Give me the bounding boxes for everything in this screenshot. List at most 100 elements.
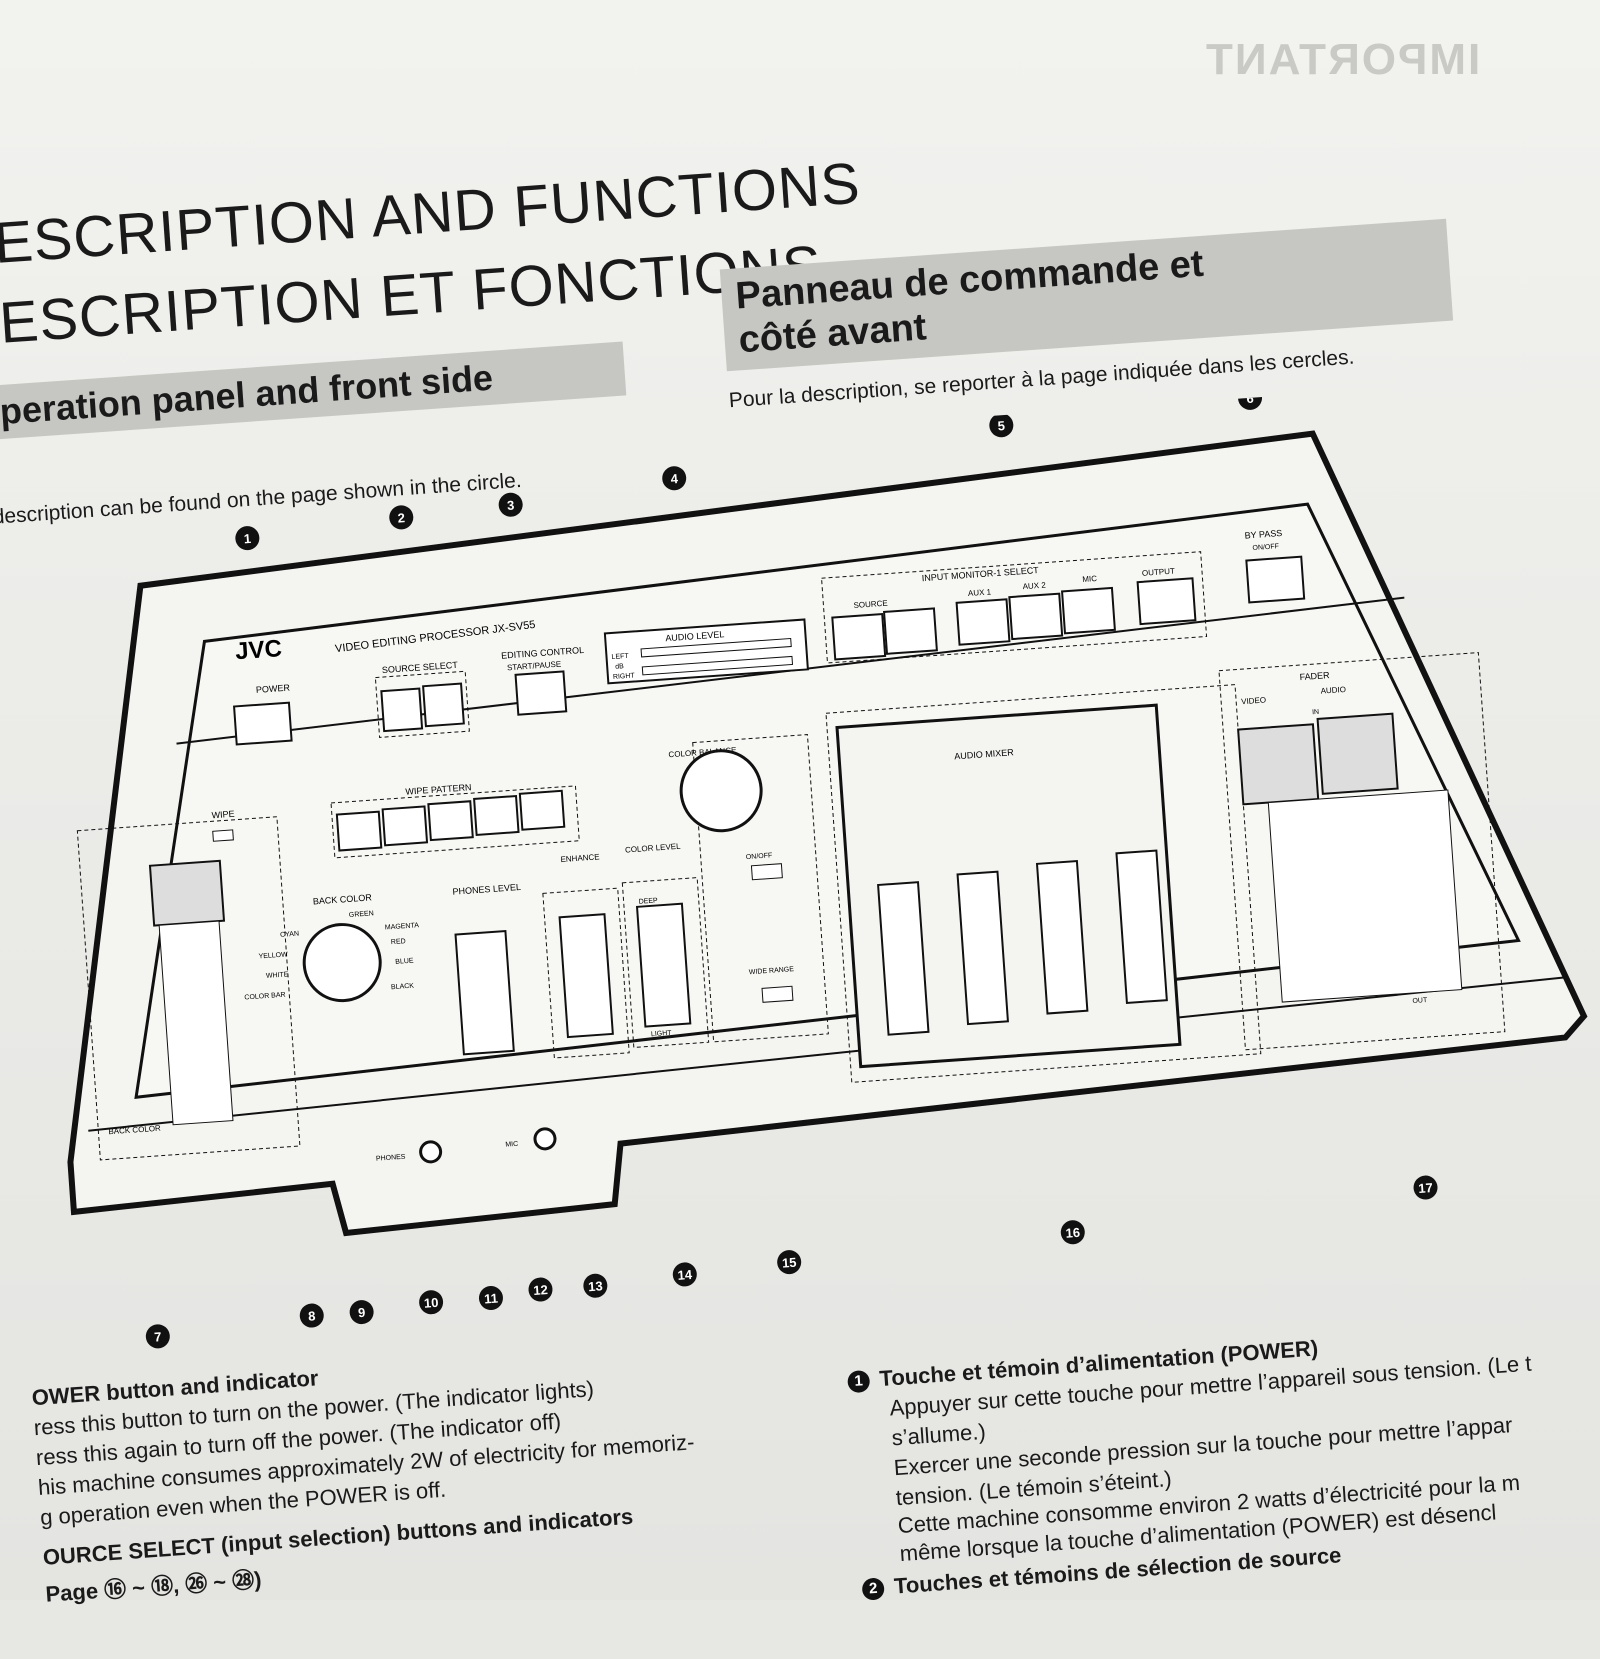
color-level-slider[interactable]: [635, 902, 692, 1028]
callout-11-circle: [478, 1286, 503, 1311]
mic-jack[interactable]: [533, 1127, 557, 1151]
by-pass-button[interactable]: [1245, 555, 1306, 604]
color-cyan-label: CYAN: [280, 931, 299, 939]
fader-in-label: IN: [1312, 709, 1319, 716]
callout-2-bullet: 2: [861, 1577, 885, 1601]
color-black-label: BLACK: [391, 983, 415, 992]
deep-label: DEEP: [638, 897, 658, 905]
wipe-label: WIPE: [211, 809, 235, 821]
enhance-slider[interactable]: [558, 913, 614, 1039]
fader-track: [1267, 789, 1463, 1003]
color-balance-joystick[interactable]: [678, 748, 763, 833]
monitor-output-button[interactable]: [1136, 577, 1197, 626]
by-pass-onoff-label: ON/OFF: [1252, 543, 1279, 552]
callout-12-circle: [528, 1277, 553, 1302]
monitor-aux2-button[interactable]: [1008, 592, 1064, 641]
callout-15-circle: [777, 1250, 802, 1275]
callout-14-circle: [672, 1262, 697, 1287]
callout-7-number: 7: [154, 1329, 162, 1344]
by-pass-label: BY PASS: [1244, 528, 1282, 541]
wide-range-label: WIDE RANGE: [749, 966, 795, 976]
operation-panel-illustration: JVC VIDEO EDITING PROCESSOR JX-SV55 POWE…: [0, 375, 1600, 1364]
back-color-knob[interactable]: [302, 922, 383, 1003]
phones-jack-label: PHONES: [376, 1154, 406, 1163]
callout-9-circle: [349, 1300, 374, 1325]
monitor-aux2-label: AUX 2: [1022, 581, 1046, 592]
source-2-button[interactable]: [422, 682, 465, 728]
panel-drawing: JVC VIDEO EDITING PROCESSOR JX-SV55 POWE…: [67, 385, 1588, 1349]
callout-13-number: 13: [588, 1278, 603, 1294]
audio-level-label: AUDIO LEVEL: [665, 629, 725, 643]
monitor-source-2-button[interactable]: [882, 607, 938, 655]
audio-mixer-label: AUDIO MIXER: [954, 747, 1015, 761]
brand-logo: JVC: [234, 635, 282, 665]
mixer-aux1-slider[interactable]: [956, 870, 1009, 1026]
monitor-aux1-button[interactable]: [955, 598, 1011, 646]
callout-16-circle: [1060, 1220, 1085, 1245]
callout-5-circle: [989, 413, 1014, 438]
monitor-output-label: OUTPUT: [1142, 567, 1176, 578]
color-level-group: [621, 877, 710, 1048]
fr-item1-line3: Exercer une seconde pression sur la touc…: [892, 1412, 1514, 1481]
callout-10-number: 10: [423, 1295, 438, 1311]
source-select-group: [374, 670, 470, 738]
callout-1-bullet: 1: [846, 1369, 871, 1394]
color-balance-group: [692, 734, 829, 1043]
video-fader-lever[interactable]: [1237, 723, 1320, 806]
section-heading-english: Operation panel and front side: [0, 341, 627, 442]
callout-3-number: 3: [507, 497, 515, 512]
wide-range-button[interactable]: [761, 985, 794, 1003]
meter-db-label: dB: [615, 663, 624, 671]
wipe-onoff-button[interactable]: [212, 829, 234, 842]
callout-17-circle: [1413, 1175, 1438, 1200]
power-button[interactable]: [233, 701, 293, 746]
wipe-pattern-label: WIPE PATTERN: [405, 782, 472, 797]
callout-6-number: 6: [1246, 391, 1254, 406]
callout-9-number: 9: [358, 1305, 366, 1320]
callout-15-number: 15: [781, 1255, 796, 1271]
color-red-label: RED: [391, 938, 406, 946]
color-blue-label: BLUE: [395, 958, 414, 966]
fader-out-label: OUT: [1412, 997, 1428, 1005]
phones-level-slider[interactable]: [454, 930, 515, 1056]
callout-13-circle: [583, 1273, 608, 1298]
mixer-aux2-slider[interactable]: [1035, 860, 1089, 1015]
monitor-source-1-button[interactable]: [831, 612, 887, 661]
back-color-label: BACK COLOR: [313, 892, 373, 906]
callout-16-number: 16: [1065, 1225, 1080, 1241]
fader-audio-label: AUDIO: [1320, 685, 1346, 696]
color-yellow-label: YELLOW: [258, 951, 288, 960]
mixer-source-slider[interactable]: [877, 881, 930, 1036]
wipe-back-color-label: BACK COLOR: [108, 1124, 161, 1137]
callout-4-circle: [662, 466, 687, 491]
mixer-mic-slider[interactable]: [1115, 849, 1168, 1004]
start-pause-button[interactable]: [514, 670, 568, 716]
mic-jack-label: MIC: [505, 1141, 518, 1149]
monitor-mic-label: MIC: [1082, 574, 1097, 584]
color-balance-onoff-button[interactable]: [750, 863, 783, 881]
color-green-label: GREEN: [349, 910, 374, 919]
wipe-lever[interactable]: [148, 859, 226, 927]
meter-segments: [640, 637, 794, 676]
input-monitor-group: [821, 551, 1208, 664]
color-level-label: COLOR LEVEL: [625, 842, 682, 855]
source-1-button[interactable]: [380, 687, 424, 733]
audio-fader-lever[interactable]: [1316, 712, 1399, 795]
wipe-pattern-buttons[interactable]: [335, 789, 566, 852]
callout-5-number: 5: [997, 418, 1005, 433]
monitor-mic-button[interactable]: [1060, 586, 1116, 635]
callout-11-number: 11: [484, 1291, 499, 1307]
color-white-label: WHITE: [266, 971, 289, 980]
callout-8-number: 8: [308, 1308, 316, 1323]
callout-14-number: 14: [677, 1267, 693, 1283]
en-item2-page: Page ⑯ ~ ⑱, ㉖ ~ ㉘): [44, 1566, 263, 1607]
callout-2-number: 2: [397, 510, 405, 525]
callout-4-number: 4: [670, 471, 679, 487]
color-bar-label: COLOR BAR: [244, 992, 286, 1002]
color-magenta-label: MAGENTA: [385, 922, 420, 931]
phones-jack[interactable]: [419, 1140, 443, 1164]
callout-10-circle: [419, 1290, 444, 1315]
callout-7-circle: [145, 1324, 170, 1349]
power-label: POWER: [256, 683, 291, 695]
